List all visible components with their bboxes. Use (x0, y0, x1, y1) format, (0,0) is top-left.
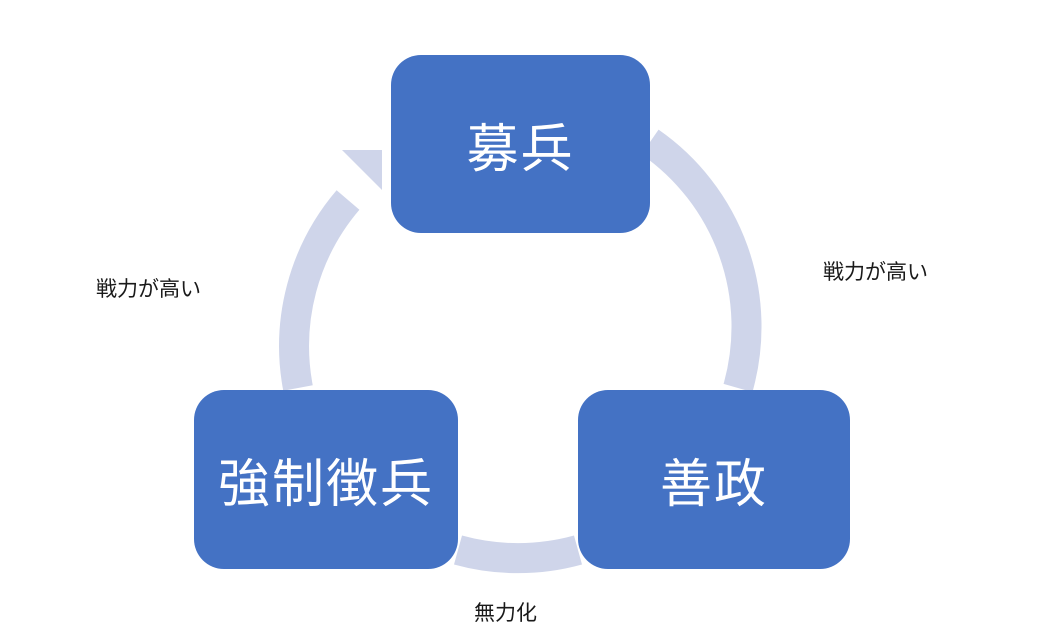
edge-label-good-to-forced: 無力化 (474, 601, 537, 625)
edge-label-forced-to-recruit: 戦力が高い (96, 277, 201, 301)
node-good-governance: 善政 (578, 390, 850, 569)
node-forced-conscription: 強制徴兵 (194, 390, 458, 569)
arrow-good-to-forced (454, 535, 582, 574)
node-good-governance-label: 善政 (659, 455, 768, 515)
node-recruit-label: 募兵 (466, 119, 575, 180)
node-forced-conscription-label: 強制徴兵 (217, 455, 434, 515)
arrow-head (342, 150, 382, 190)
node-recruit: 募兵 (391, 55, 650, 233)
arrow-forced-to-recruit (279, 190, 360, 391)
arrow-recruit-to-good (641, 129, 762, 393)
edge-label-recruit-to-good: 戦力が高い (823, 260, 928, 284)
